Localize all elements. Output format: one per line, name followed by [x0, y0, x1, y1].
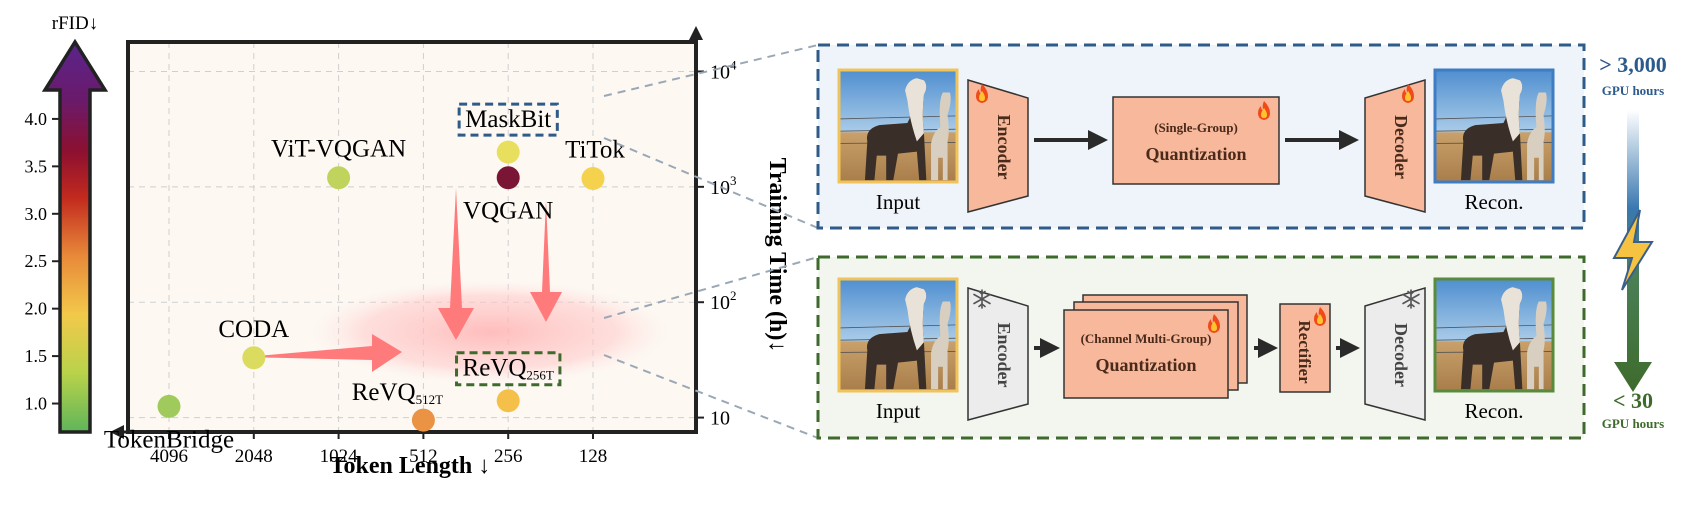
bottom-cost-unit: GPU hours	[1602, 416, 1664, 431]
x-tick-label: 2048	[235, 446, 273, 467]
point-label-vqgan: VQGAN	[463, 198, 553, 225]
point-label-vit-vqgan: ViT-VQGAN	[271, 136, 406, 163]
y2-tick-label: 10	[710, 408, 730, 430]
connector-top-b	[603, 137, 819, 229]
bottom-input-image	[837, 277, 959, 393]
point-label-box-revq-256t	[455, 351, 562, 387]
connector-top-a	[603, 44, 819, 97]
y2-tick-exponent: 3	[730, 173, 737, 188]
colorbar-ticks: 4.0 3.5 3.0 2.5 2.0 1.5 1.0	[25, 109, 60, 414]
y2-tick-label: 103	[710, 173, 737, 199]
bottom-recon-label: Recon.	[1465, 399, 1524, 423]
top-input-label: Input	[876, 190, 920, 214]
colorbar-tick-label: 2.5	[25, 251, 48, 271]
point-label-tokenbridge: TokenBridge	[104, 426, 234, 453]
bottom-rectifier-label: Rectifier	[1295, 320, 1314, 384]
bottom-recon-image	[1433, 277, 1555, 393]
colorbar-tick-label: 1.0	[25, 394, 48, 414]
bottom-pipeline: Input Encoder (Channel Multi-Group) Quan…	[816, 255, 1586, 440]
colorbar-tick-label: 2.0	[25, 299, 48, 319]
bottom-decoder	[1364, 286, 1426, 421]
top-pipeline: Input Encoder (Single-Group) Quantizatio…	[816, 43, 1586, 230]
top-quantization	[1112, 96, 1280, 185]
colorbar-tick-label: 3.5	[25, 156, 48, 176]
colorbar-tick-label: 4.0	[25, 109, 48, 129]
x-ticks: 4096 2048 1024 512 256 128	[150, 432, 607, 467]
y2-tick-label: 102	[710, 288, 737, 314]
point-label-subscript: 512T	[416, 392, 444, 407]
top-decoder-label: Decoder	[1391, 115, 1411, 179]
connector-bottom-b	[603, 354, 819, 439]
y2-axis-label: Training Time (h)↓	[764, 158, 790, 353]
top-cost-unit: GPU hours	[1602, 83, 1664, 98]
lightning-icon	[1612, 209, 1654, 291]
bottom-input-label: Input	[876, 399, 920, 423]
bottom-cost-value: < 30	[1613, 388, 1653, 413]
colorbar-tick-label: 3.0	[25, 204, 48, 224]
connectors	[603, 44, 819, 439]
top-encoder	[967, 78, 1029, 213]
point-vit-vqgan	[327, 166, 351, 190]
point-label-titok: TiTok	[565, 137, 625, 164]
y2-tick-exponent: 2	[730, 288, 737, 303]
point-label-coda: CODA	[218, 316, 289, 343]
x-tick-label: 128	[579, 446, 608, 467]
point-titok	[581, 167, 605, 191]
top-input-image	[837, 68, 959, 184]
point-revq-256t	[496, 389, 520, 413]
y2-axis-arrowhead	[689, 26, 703, 40]
x-tick-label: 512	[409, 446, 438, 467]
point-vqgan	[496, 166, 520, 190]
x-tick-label: 1024	[320, 446, 359, 467]
bottom-quantization	[1063, 309, 1229, 399]
top-cost-value: > 3,000	[1599, 52, 1667, 77]
red-arrow-to-revq512-vertical	[438, 188, 474, 340]
bottom-quant-label: Quantization	[1095, 355, 1196, 375]
plot-frame	[126, 40, 698, 434]
bottom-decoder-label: Decoder	[1391, 323, 1411, 387]
cost-indicator: > 3,000 GPU hours < 30 GPU hours	[1599, 52, 1667, 431]
bottom-encoder	[967, 286, 1029, 421]
point-revq-512t	[411, 408, 435, 432]
colorbar-label: rFID↓	[52, 13, 98, 34]
colorbar: rFID↓ 4.0 3.5 3.0 2.5 2.0 1.5 1.0	[25, 13, 109, 434]
red-arrow-to-revq512-horizontal	[246, 334, 402, 372]
connector-bottom-a	[603, 256, 819, 319]
x-tick-label: 256	[494, 446, 523, 467]
x-axis-label: Token Length ↓	[330, 453, 491, 479]
point-label-subscript: 256T	[526, 368, 554, 383]
point-maskbit	[496, 140, 520, 164]
colorbar-tick-label: 1.5	[25, 346, 48, 366]
top-decoder	[1364, 78, 1426, 213]
point-tokenbridge	[157, 394, 181, 418]
top-recon-image	[1433, 68, 1555, 184]
top-quant-sub: (Single-Group)	[1154, 120, 1238, 135]
x-tick-label: 4096	[150, 446, 188, 467]
top-encoder-label: Encoder	[994, 115, 1014, 180]
highlight-glow	[310, 280, 670, 384]
bottom-encoder-label: Encoder	[994, 323, 1014, 388]
top-recon-label: Recon.	[1465, 190, 1524, 214]
x-axis-arrowhead	[110, 425, 124, 439]
red-arrow-to-revq256	[530, 200, 562, 322]
bottom-quant-sub: (Channel Multi-Group)	[1081, 331, 1212, 346]
point-label-maskbit: MaskBit	[465, 106, 551, 133]
colorbar-arrow	[41, 38, 109, 434]
top-quant-label: Quantization	[1145, 144, 1246, 164]
point-coda	[242, 346, 266, 370]
